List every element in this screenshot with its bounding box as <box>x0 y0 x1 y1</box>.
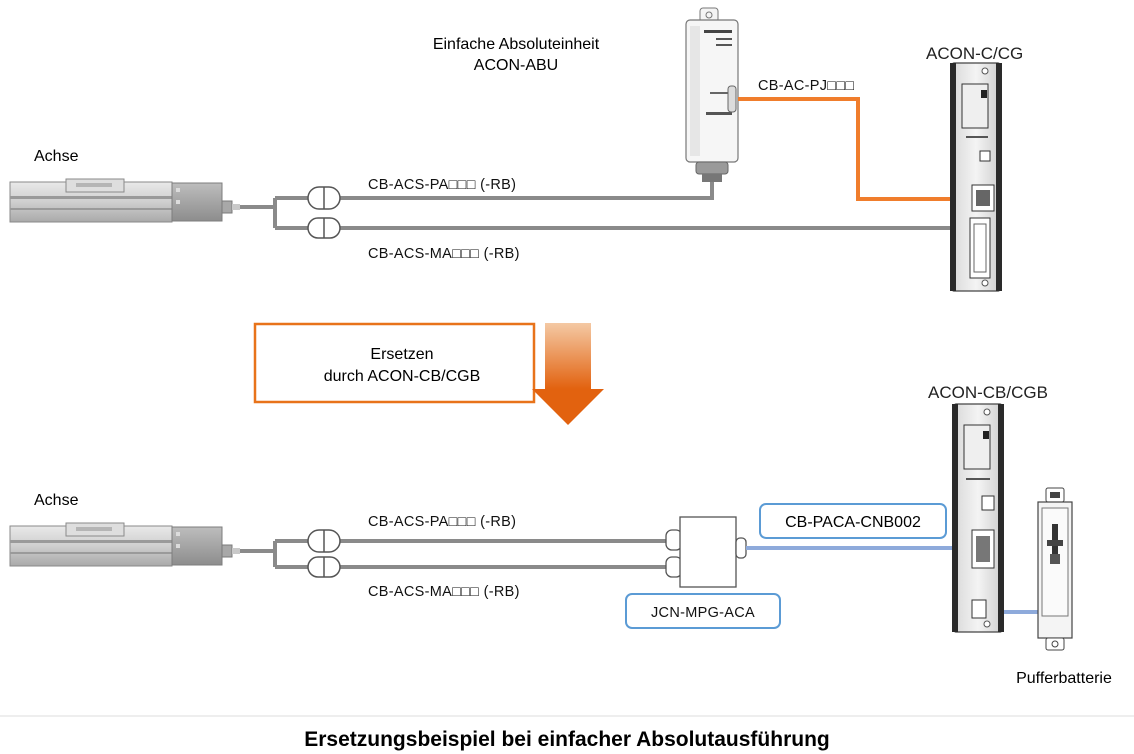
junction-label-box <box>625 593 781 629</box>
replace-line1: Ersetzen <box>370 346 433 363</box>
paca-label-box <box>759 503 947 539</box>
controller-unit-icon <box>952 403 1004 633</box>
junction-box-icon <box>665 516 747 588</box>
battery-unit-icon <box>1037 487 1073 651</box>
replace-note-box <box>253 322 536 404</box>
cable-connector-icon <box>307 217 341 239</box>
top-cable-pj-label: CB-AC-PJ□□□ <box>758 78 854 94</box>
top-cable-pa-label: CB-ACS-PA□□□ (-RB) <box>368 177 516 193</box>
figure-caption: Ersetzungsbeispiel bei einfacher Absolut… <box>304 728 829 751</box>
cable-connector-icon <box>307 186 341 210</box>
replace-line2: durch ACON-CB/CGB <box>324 368 480 385</box>
linear-actuator-icon <box>9 522 240 567</box>
cable-connector-icon <box>307 529 341 553</box>
paca-label: CB-PACA-CNB002 <box>785 514 921 531</box>
bottom-cable-pa-label: CB-ACS-PA□□□ (-RB) <box>368 514 516 530</box>
bottom-cable-ma-label: CB-ACS-MA□□□ (-RB) <box>368 584 520 600</box>
top-cable-ma-label: CB-ACS-MA□□□ (-RB) <box>368 246 520 262</box>
pj-cable <box>738 97 976 201</box>
abu-label-line1: Einfache Absoluteinheit <box>433 36 600 53</box>
controller-unit-icon <box>950 62 1002 292</box>
top-axis-label: Achse <box>34 148 79 165</box>
bottom-axis-label: Achse <box>34 492 79 509</box>
bottom-controller-title: ACON-CB/CGB <box>928 383 1048 402</box>
absolute-unit-icon <box>685 7 739 182</box>
junction-label: JCN-MPG-ACA <box>651 605 755 621</box>
down-arrow-icon <box>532 323 604 425</box>
top-motor-cables <box>240 182 972 230</box>
bottom-motor-cables <box>240 539 666 569</box>
battery-label: Pufferbatterie <box>1016 670 1112 687</box>
abu-label-line2: ACON-ABU <box>474 57 558 74</box>
cable-connector-icon <box>307 556 341 578</box>
linear-actuator-icon <box>9 178 240 223</box>
top-controller-title: ACON-C/CG <box>926 44 1023 63</box>
